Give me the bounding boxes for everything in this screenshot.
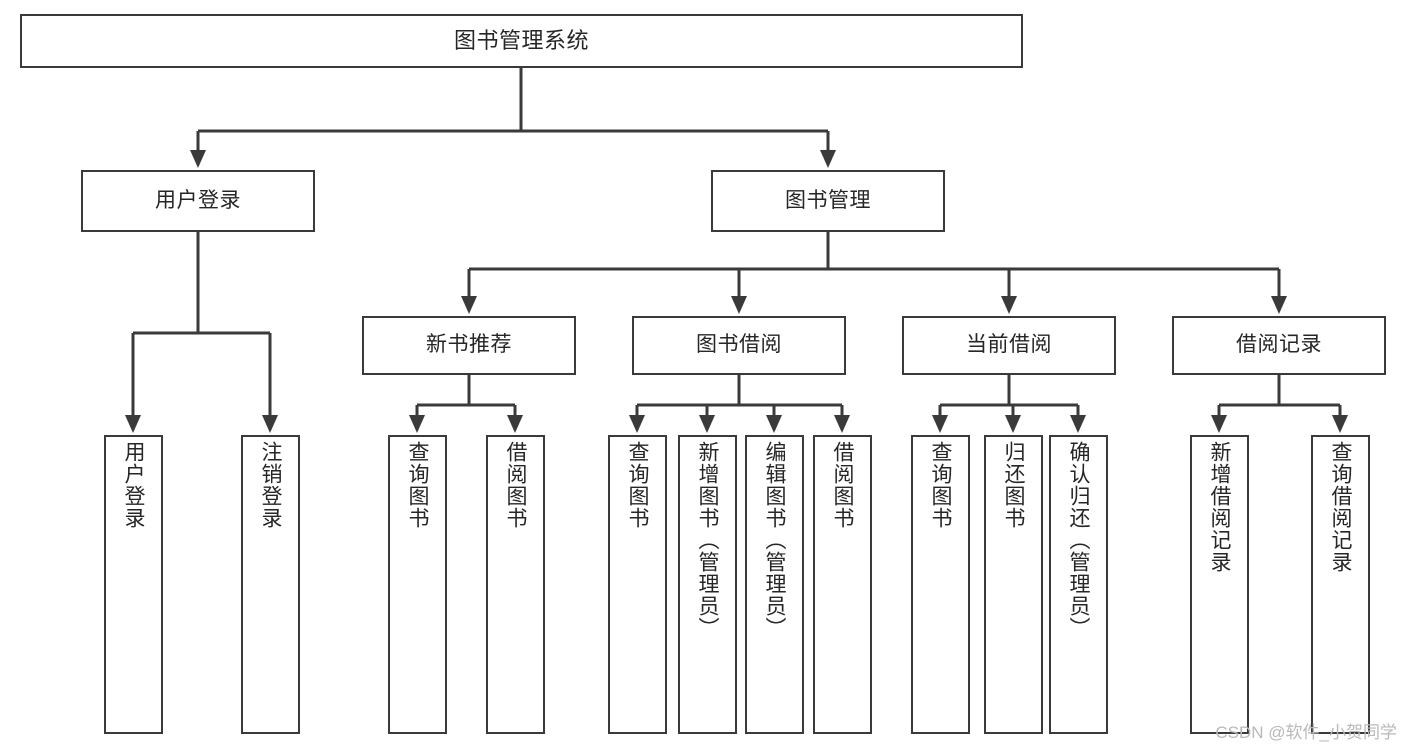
node-book-manage[interactable]: 图书管理	[711, 170, 945, 232]
arrow-icon-leaf-return-book	[1005, 415, 1021, 433]
node-label: 注销登录	[259, 441, 282, 529]
node-label: 用户登录	[155, 188, 241, 212]
node-label: 查询图书	[406, 441, 429, 529]
node-leaf-confirm-return[interactable]: 确认归还（管理员）	[1049, 435, 1108, 734]
arrow-icon-leaf-logout-login	[262, 415, 278, 433]
node-label: 归还图书	[1002, 441, 1025, 529]
arrow-icon-leaf-user-login	[125, 415, 141, 433]
arrow-icon-leaf-query-record	[1332, 415, 1348, 433]
node-label: 查询图书	[626, 441, 649, 529]
arrow-icon-current-borrow	[1001, 296, 1017, 314]
arrow-icon-new-book-recommend	[461, 296, 477, 314]
node-new-book-recommend[interactable]: 新书推荐	[362, 316, 576, 375]
arrow-icon-leaf-query-book-current	[932, 415, 948, 433]
node-leaf-logout-login[interactable]: 注销登录	[241, 435, 300, 734]
arrow-icon-borrow-record	[1271, 296, 1287, 314]
node-label: 用户登录	[122, 441, 145, 529]
node-label: 图书管理	[785, 188, 871, 212]
arrow-icon-leaf-query-book-rec	[409, 415, 425, 433]
arrow-icon-leaf-borrow-book	[834, 415, 850, 433]
node-label: 图书管理系统	[453, 28, 589, 54]
node-leaf-user-login[interactable]: 用户登录	[104, 435, 163, 734]
arrow-icon-leaf-edit-book	[766, 415, 782, 433]
node-label: 新书推荐	[426, 333, 512, 357]
node-label: 图书借阅	[696, 333, 782, 357]
node-leaf-query-book-borrow[interactable]: 查询图书	[608, 435, 667, 734]
arrow-icon-book-borrow	[731, 296, 747, 314]
node-label: 借阅图书	[504, 441, 527, 529]
node-leaf-query-book-current[interactable]: 查询图书	[911, 435, 970, 734]
arrow-icon-leaf-add-record	[1211, 415, 1227, 433]
node-leaf-return-book[interactable]: 归还图书	[984, 435, 1043, 734]
node-label: 借阅记录	[1236, 333, 1322, 357]
node-leaf-add-record[interactable]: 新增借阅记录	[1190, 435, 1249, 734]
arrow-icon-leaf-query-book-borrow	[629, 415, 645, 433]
arrow-icon-book-manage	[820, 150, 836, 168]
node-label: 编辑图书（管理员）	[763, 441, 786, 639]
arrow-icon-leaf-confirm-return	[1070, 415, 1086, 433]
node-label: 查询借阅记录	[1329, 441, 1352, 573]
node-leaf-query-record[interactable]: 查询借阅记录	[1311, 435, 1370, 734]
arrow-icon-leaf-borrow-book-rec	[507, 415, 523, 433]
csdn-watermark: CSDN @软件_小贺同学	[1215, 723, 1397, 742]
node-label: 当前借阅	[966, 333, 1052, 357]
node-leaf-borrow-book[interactable]: 借阅图书	[813, 435, 872, 734]
node-root[interactable]: 图书管理系统	[20, 14, 1023, 68]
node-borrow-record[interactable]: 借阅记录	[1172, 316, 1386, 375]
node-label: 新增图书（管理员）	[696, 441, 719, 639]
node-label: 确认归还（管理员）	[1067, 441, 1090, 639]
node-current-borrow[interactable]: 当前借阅	[902, 316, 1116, 375]
node-label: 查询图书	[929, 441, 952, 529]
node-user-login[interactable]: 用户登录	[81, 170, 315, 232]
node-book-borrow[interactable]: 图书借阅	[632, 316, 846, 375]
node-leaf-borrow-book-rec[interactable]: 借阅图书	[486, 435, 545, 734]
arrow-icon-user-login	[190, 150, 206, 168]
node-leaf-add-book[interactable]: 新增图书（管理员）	[678, 435, 737, 734]
node-label: 借阅图书	[831, 441, 854, 529]
node-leaf-edit-book[interactable]: 编辑图书（管理员）	[745, 435, 804, 734]
node-leaf-query-book-rec[interactable]: 查询图书	[388, 435, 447, 734]
arrow-icon-leaf-add-book	[699, 415, 715, 433]
node-label: 新增借阅记录	[1208, 441, 1231, 573]
